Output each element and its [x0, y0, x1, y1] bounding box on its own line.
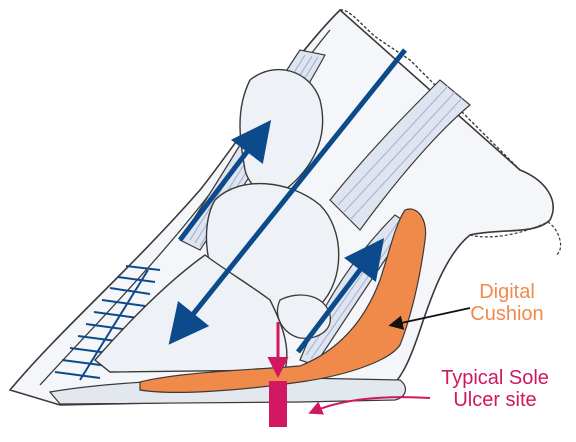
digital-cushion-label: Digital Cushion	[452, 281, 562, 325]
sole-ulcer-label-line2: Ulcer site	[453, 389, 537, 411]
digital-cushion-label-line1: Digital	[479, 281, 535, 303]
sole-ulcer-label: Typical Sole Ulcer site	[420, 367, 570, 411]
digital-cushion-label-line2: Cushion	[470, 303, 544, 325]
ulcer-marker	[269, 381, 287, 427]
heel-skin	[469, 221, 562, 256]
force-arrow-flexor	[296, 238, 385, 354]
sole-ulcer-label-line1: Typical Sole	[441, 367, 549, 389]
force-arrow-extensor	[178, 120, 272, 242]
laminae	[54, 265, 161, 381]
digital-cushion	[139, 208, 427, 393]
force-arrow-diagonal	[168, 48, 407, 345]
ulcer-pointer	[308, 396, 431, 415]
skin-hair	[339, 9, 521, 171]
cushion-pointer	[388, 307, 471, 330]
